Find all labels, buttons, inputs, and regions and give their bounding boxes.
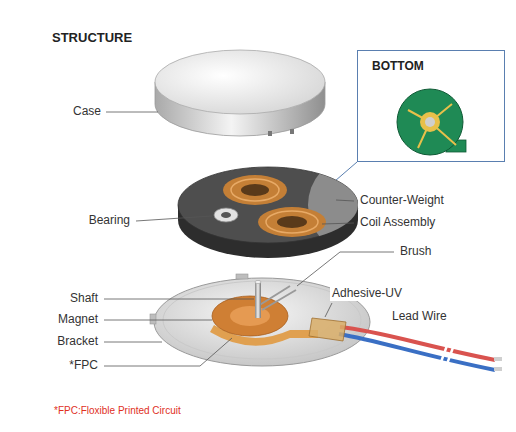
part-name: *FPC — [67, 358, 100, 373]
leader-lines-part — [136, 216, 212, 221]
leader-lines-part — [325, 303, 332, 317]
leader-lines — [104, 112, 394, 366]
rotor-part — [241, 184, 269, 196]
inset-pointer-part — [335, 162, 357, 181]
lead-wires — [309, 318, 502, 371]
inset-fpc-part — [408, 104, 456, 148]
rotor — [178, 159, 392, 258]
leader-lines-part — [297, 252, 394, 286]
diagram-title: STRUCTURE — [52, 30, 132, 46]
lead-wires-part — [340, 327, 495, 360]
rotor-part — [214, 208, 238, 222]
leader-lines-part — [104, 320, 212, 321]
lead-wires-part — [494, 367, 502, 371]
lead-wires-part — [441, 340, 455, 364]
part-name: Shaft — [68, 291, 100, 306]
leader-lines-part — [106, 112, 158, 113]
case-part — [290, 129, 294, 134]
bracket-part — [236, 274, 248, 279]
inset-fpc-part — [397, 89, 463, 155]
lead-wires-part — [309, 318, 346, 341]
inset-box: BOTTOM — [357, 50, 505, 162]
magnet-fpc — [210, 286, 318, 346]
part-name: Brush — [398, 244, 433, 259]
part-name: Bearing — [87, 213, 132, 228]
part-name: Case — [71, 104, 103, 119]
rotor-part — [231, 179, 279, 201]
leader-lines-part — [322, 223, 354, 224]
footnote: *FPC:Floxible Printed Circuit — [54, 404, 181, 417]
case-part — [268, 131, 272, 136]
rotor-part — [277, 216, 307, 228]
inset-pointer — [335, 162, 357, 181]
bracket-part — [150, 314, 156, 324]
rotor-part — [221, 212, 231, 218]
part-name: Adhesive-UV — [330, 286, 404, 301]
leader-lines-part — [104, 299, 254, 300]
lead-wires-part — [494, 357, 502, 361]
part-name: Magnet — [56, 312, 100, 327]
rotor-part — [266, 211, 318, 233]
magnet-fpc-part — [258, 286, 296, 310]
rotor-part — [223, 175, 287, 205]
case-part — [155, 50, 325, 114]
leader-lines-part — [336, 200, 354, 201]
inset-fpc — [397, 89, 466, 155]
leader-lines-part — [104, 342, 162, 343]
case — [155, 50, 325, 136]
shaft-part — [255, 281, 261, 284]
part-name: Bracket — [55, 334, 100, 349]
inset-fpc-part — [425, 117, 435, 127]
lead-wires-part — [339, 334, 495, 370]
part-name: Lead Wire — [390, 309, 449, 324]
inset-fpc-part — [420, 112, 440, 132]
leader-lines-part — [104, 338, 232, 366]
rotor-part — [258, 207, 326, 237]
part-name: Coil Assembly — [358, 215, 437, 230]
shaft-part — [255, 282, 261, 318]
inset-heading: BOTTOM — [358, 51, 434, 74]
part-name: Counter-Weight — [358, 193, 446, 208]
shaft — [255, 281, 261, 319]
